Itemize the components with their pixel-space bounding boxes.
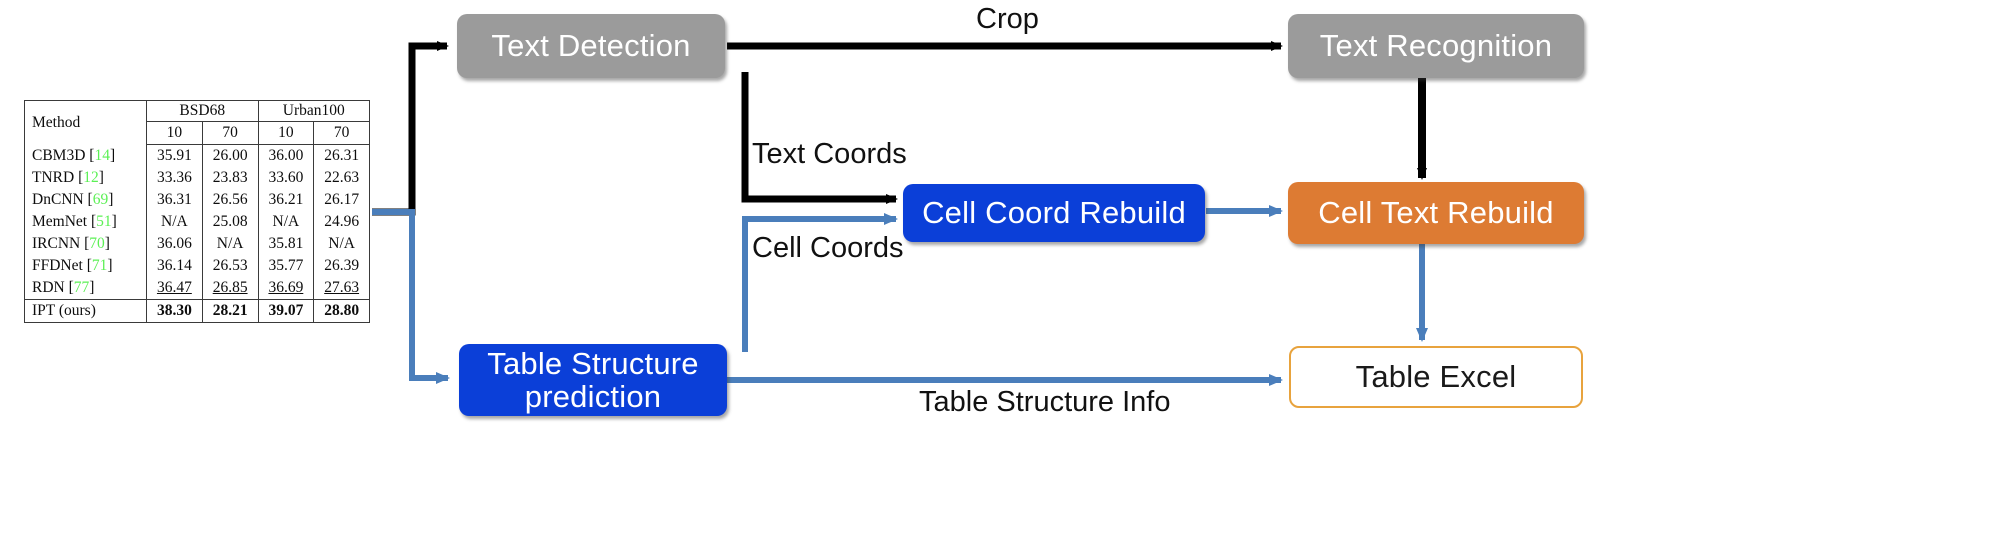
cell-value: 36.14 [146,255,203,278]
node-text-recognition[interactable]: Text Recognition [1288,14,1584,78]
cell-method: DnCNN [69] [32,191,114,209]
table-row: RDN [77] 36.47 26.85 36.69 27.63 [25,277,370,300]
edge-label-table-structure-info: Table Structure Info [919,386,1171,418]
cell-value: 35.91 [146,144,203,168]
cell-value: 38.30 [146,299,203,323]
cell-value: 35.77 [257,255,314,278]
cell-value: 25.08 [201,211,258,234]
table-row: FFDNet [71] 36.14 26.53 35.77 26.39 [25,255,370,278]
cell-value: 26.53 [201,255,258,278]
cell-method: IRCNN [70] [32,235,110,253]
benchmark-table: Method BSD68 Urban100 10 70 10 70 CBM3D … [24,100,370,324]
edge-table-to-text-detection [372,41,449,216]
table-row: MemNet [51] N/A 25.08 N/A 24.96 [25,211,370,234]
cell-value: 35.81 [257,233,314,256]
table-row: IRCNN [70] 36.06 N/A 35.81 N/A [25,233,370,256]
table-header-sub-row: 10 70 10 70 [25,121,370,146]
cell-value: N/A [313,233,370,256]
node-text-recognition-label: Text Recognition [1319,27,1553,63]
node-cell-coord-rebuild[interactable]: Cell Coord Rebuild [903,184,1205,242]
node-text-detection[interactable]: Text Detection [457,14,725,78]
cell-value: 26.00 [201,144,258,168]
node-table-excel[interactable]: Table Excel [1289,346,1583,408]
header-urban100-70: 70 [313,121,370,146]
cell-value: 36.69 [257,277,314,300]
cell-value: N/A [257,211,314,234]
header-group-urban100: Urban100 [257,100,370,123]
cell-method: IPT (ours) [24,299,147,323]
node-cell-coord-rebuild-label: Cell Coord Rebuild [922,194,1186,230]
edge-table-to-structure [372,209,450,384]
cell-value: 36.21 [257,189,314,212]
cell-value: 28.21 [201,299,258,323]
cell-value: 36.31 [146,189,203,212]
cell-value: 27.63 [313,277,370,300]
cell-value: 26.85 [201,277,258,300]
cell-value: 26.31 [313,144,370,168]
cell-value: 36.47 [146,277,203,300]
node-table-structure-prediction-label-line1: Table Structure [487,345,699,381]
header-bsd68-10: 10 [146,121,203,146]
cell-method: TNRD [12] [32,169,104,187]
cell-value: 23.83 [201,167,258,190]
cell-value: 36.00 [257,144,314,168]
table-row: CBM3D [14] 35.91 26.00 36.00 26.31 [25,144,370,168]
header-group-bsd68: BSD68 [146,100,258,123]
input-table-image: Method BSD68 Urban100 10 70 10 70 CBM3D … [24,100,370,324]
edge-label-crop: Crop [976,3,1039,35]
cell-value: 36.06 [146,233,203,256]
cell-method: RDN [77] [32,279,95,297]
table-header-group-row: Method BSD68 Urban100 [25,100,370,131]
cell-value: 24.96 [313,211,370,234]
node-text-detection-label: Text Detection [491,27,691,63]
node-cell-text-rebuild[interactable]: Cell Text Rebuild [1288,182,1584,244]
edge-text-coords [741,72,898,204]
cell-value: 22.63 [313,167,370,190]
node-table-structure-prediction[interactable]: Table Structure prediction [459,344,727,416]
cell-method: CBM3D [14] [32,146,116,164]
cell-value: N/A [201,233,258,256]
node-cell-text-rebuild-label: Cell Text Rebuild [1318,194,1554,230]
node-table-excel-label: Table Excel [1355,358,1517,394]
header-urban100-10: 10 [257,121,314,146]
header-bsd68-70: 70 [201,121,258,146]
cell-value: N/A [146,211,203,234]
edge-label-text-coords: Text Coords [752,138,907,170]
cell-value: 33.60 [257,167,314,190]
cell-value: 26.56 [201,189,258,212]
header-method: Method [32,113,81,131]
edge-cell-coords [742,213,898,352]
cell-value: 33.36 [146,167,203,190]
table-row: DnCNN [69] 36.31 26.56 36.21 26.17 [25,189,370,212]
table-row-highlight: IPT (ours) 38.30 28.21 39.07 28.80 [24,299,370,323]
cell-method: MemNet [51] [32,213,117,231]
cell-value: 26.39 [313,255,370,278]
node-table-structure-prediction-label-line2: prediction [524,379,662,414]
cell-value: 26.17 [313,189,370,212]
cell-value: 28.80 [313,299,370,323]
table-row: TNRD [12] 33.36 23.83 33.60 22.63 [25,167,370,190]
cell-value: 39.07 [257,299,314,323]
cell-method: FFDNet [71] [32,257,113,275]
edge-label-cell-coords: Cell Coords [752,232,904,264]
